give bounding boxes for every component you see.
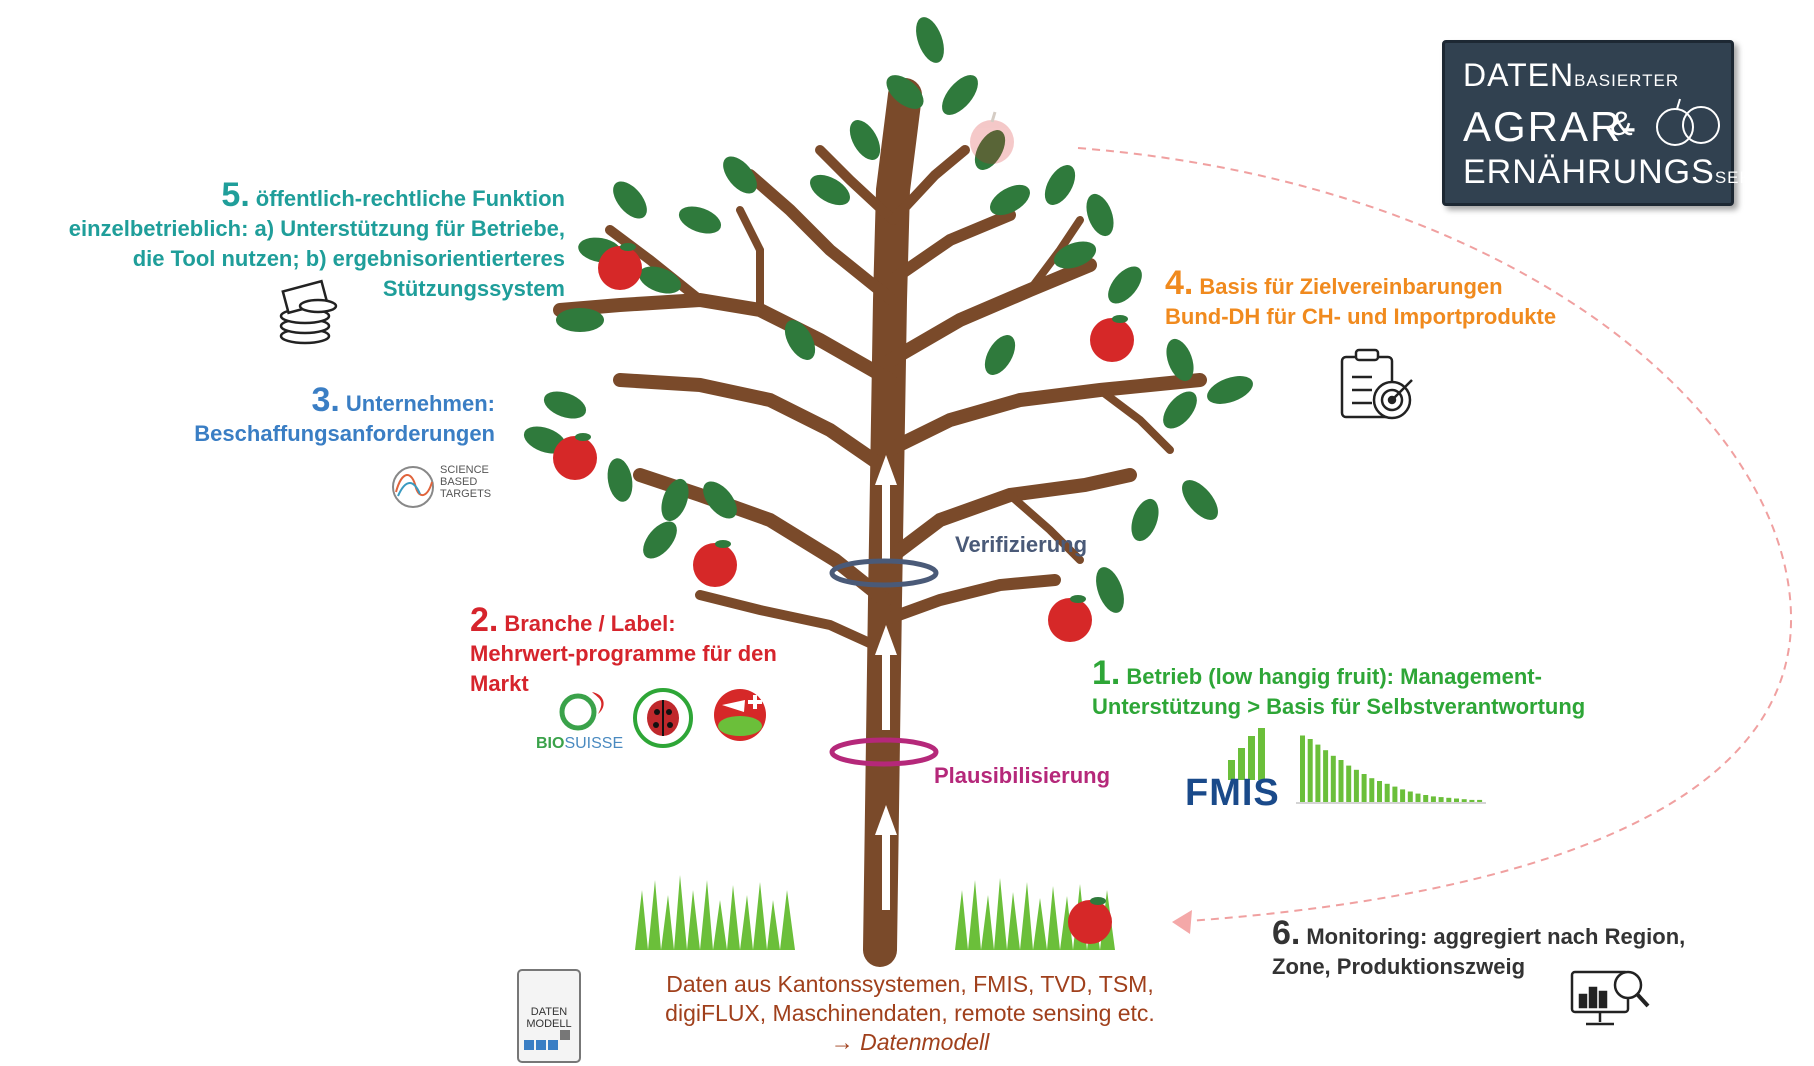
histogram-bar	[1430, 796, 1436, 802]
histogram-bar	[1361, 774, 1367, 802]
histogram-bar	[1323, 750, 1329, 802]
step-4-number: 4.	[1165, 264, 1194, 302]
apple	[1068, 897, 1112, 944]
caption-line: → Datenmodell	[830, 1029, 990, 1055]
step-2-line: Branche / Label:	[504, 611, 676, 636]
caption-line: Daten aus Kantonssystemen, FMIS, TVD, TS…	[666, 971, 1154, 997]
step-5-line: einzelbetrieblich: a) Unterstützung für …	[68, 216, 565, 241]
trunk-arrows	[875, 455, 897, 910]
swiss-label-logo	[714, 689, 766, 741]
histogram-bar	[1384, 783, 1390, 802]
histogram-bar	[1469, 799, 1475, 802]
badge-line1: DATENBASIERTER	[1463, 57, 1680, 93]
step-3-line: Unternehmen:	[345, 391, 495, 416]
monitoring-chart-icon	[1570, 970, 1650, 1026]
biosuisse-logo	[559, 692, 604, 731]
apple	[1048, 595, 1092, 642]
apple	[598, 243, 642, 290]
data-sources-caption: Daten aus Kantonssystemen, FMIS, TVD, TS…	[600, 970, 1220, 1057]
step-5-line: die Tool nutzen; b) ergebnisorientierter…	[132, 246, 565, 271]
step-6-number: 6.	[1272, 914, 1301, 952]
histogram-bar	[1423, 795, 1429, 802]
histogram-bar	[1400, 789, 1406, 802]
histogram-bar	[1454, 798, 1459, 802]
title-badge: DATENBASIERTER AGRAR- & ERNÄHRUNGSSEKTOR	[1442, 40, 1789, 206]
coins-icon	[279, 279, 338, 345]
fmis-text: FMIS	[1185, 772, 1280, 814]
apples	[553, 111, 1134, 944]
histogram-bar	[1315, 744, 1321, 802]
step-1-line: Betrieb (low hangig fruit): Management-	[1126, 664, 1542, 689]
histogram-chart	[1300, 735, 1483, 802]
step-5-block: 5.öffentlich-rechtliche Funktion einzelb…	[10, 178, 565, 304]
step-5-line: öffentlich-rechtliche Funktion	[255, 186, 565, 211]
step-3-block: 3.Unternehmen: Beschaffungsanforderungen	[155, 383, 495, 449]
histogram-bar	[1300, 735, 1305, 802]
histogram-bar	[1377, 781, 1382, 802]
step-2-block: 2.Branche / Label: Mehrwert-programme fü…	[470, 603, 850, 699]
histogram-bar	[1461, 799, 1467, 802]
histogram-bar	[1330, 755, 1336, 802]
ladybird-label-logo	[633, 688, 693, 748]
histogram-bar	[1407, 791, 1413, 802]
apple-sketch-icon	[1656, 98, 1720, 146]
step-5-line: Stützungssystem	[382, 276, 565, 301]
step-5-number: 5.	[221, 176, 250, 214]
step-6-line: Zone, Produktionszweig	[1272, 954, 1526, 979]
step-6-block: 6.Monitoring: aggregiert nach Region, Zo…	[1272, 916, 1814, 982]
feedback-arrow-head	[1172, 910, 1192, 934]
histogram-bar	[1438, 797, 1444, 802]
fmis-logo-bars	[1228, 728, 1265, 780]
clipboard-target-icon	[1340, 348, 1413, 420]
badge-line2: AGRAR-	[1463, 103, 1639, 150]
verification-ring	[829, 558, 939, 588]
step-1-line: Unterstützung > Basis für Selbstverantwo…	[1092, 694, 1586, 719]
histogram-bar	[1338, 760, 1344, 802]
step-1-block: 1.Betrieb (low hangig fruit): Management…	[1092, 656, 1712, 722]
apple	[693, 540, 737, 587]
biosuisse-text: BIOSUISSE	[536, 735, 624, 752]
histogram-bar	[1392, 786, 1398, 802]
step-3-number: 3.	[311, 381, 340, 419]
histogram-bar	[1477, 799, 1483, 802]
histogram-bar	[1346, 765, 1352, 802]
histogram-bar	[1446, 797, 1452, 802]
step-4-line: Bund-DH für CH- und Importprodukte	[1165, 304, 1557, 329]
caption-line: digiFLUX, Maschinendaten, remote sensing…	[665, 1000, 1155, 1026]
apple	[1090, 315, 1134, 362]
step-2-line: Markt	[470, 671, 529, 696]
step-2-number: 2.	[470, 601, 499, 639]
badge-ampersand: &	[1610, 105, 1633, 143]
histogram-bar	[1307, 739, 1313, 802]
datenmodell-icon	[517, 969, 581, 1063]
plausibility-ring	[829, 737, 939, 767]
science-based-targets-logo	[392, 466, 434, 508]
apple	[553, 433, 597, 480]
feedback-dashed-arrow	[1077, 147, 1793, 923]
plausibility-label: Plausibilisierung	[934, 763, 1111, 788]
badge-line3: ERNÄHRUNGSSEKTOR	[1463, 153, 1791, 191]
step-2-line: Mehrwert-programme für den	[470, 641, 777, 666]
grass-left	[635, 875, 795, 950]
step-1-number: 1.	[1092, 654, 1121, 692]
apple-faded	[970, 111, 1014, 164]
histogram-bar	[1353, 769, 1359, 802]
step-4-block: 4.Basis für Zielvereinbarungen Bund-DH f…	[1165, 266, 1725, 332]
histogram-bar	[1369, 778, 1375, 802]
step-6-line: Monitoring: aggregiert nach Region,	[1306, 924, 1686, 949]
verification-label: Verifizierung	[955, 532, 1088, 557]
step-3-line: Beschaffungsanforderungen	[194, 421, 495, 446]
step-4-line: Basis für Zielvereinbarungen	[1199, 274, 1503, 299]
histogram-bar	[1415, 793, 1421, 802]
